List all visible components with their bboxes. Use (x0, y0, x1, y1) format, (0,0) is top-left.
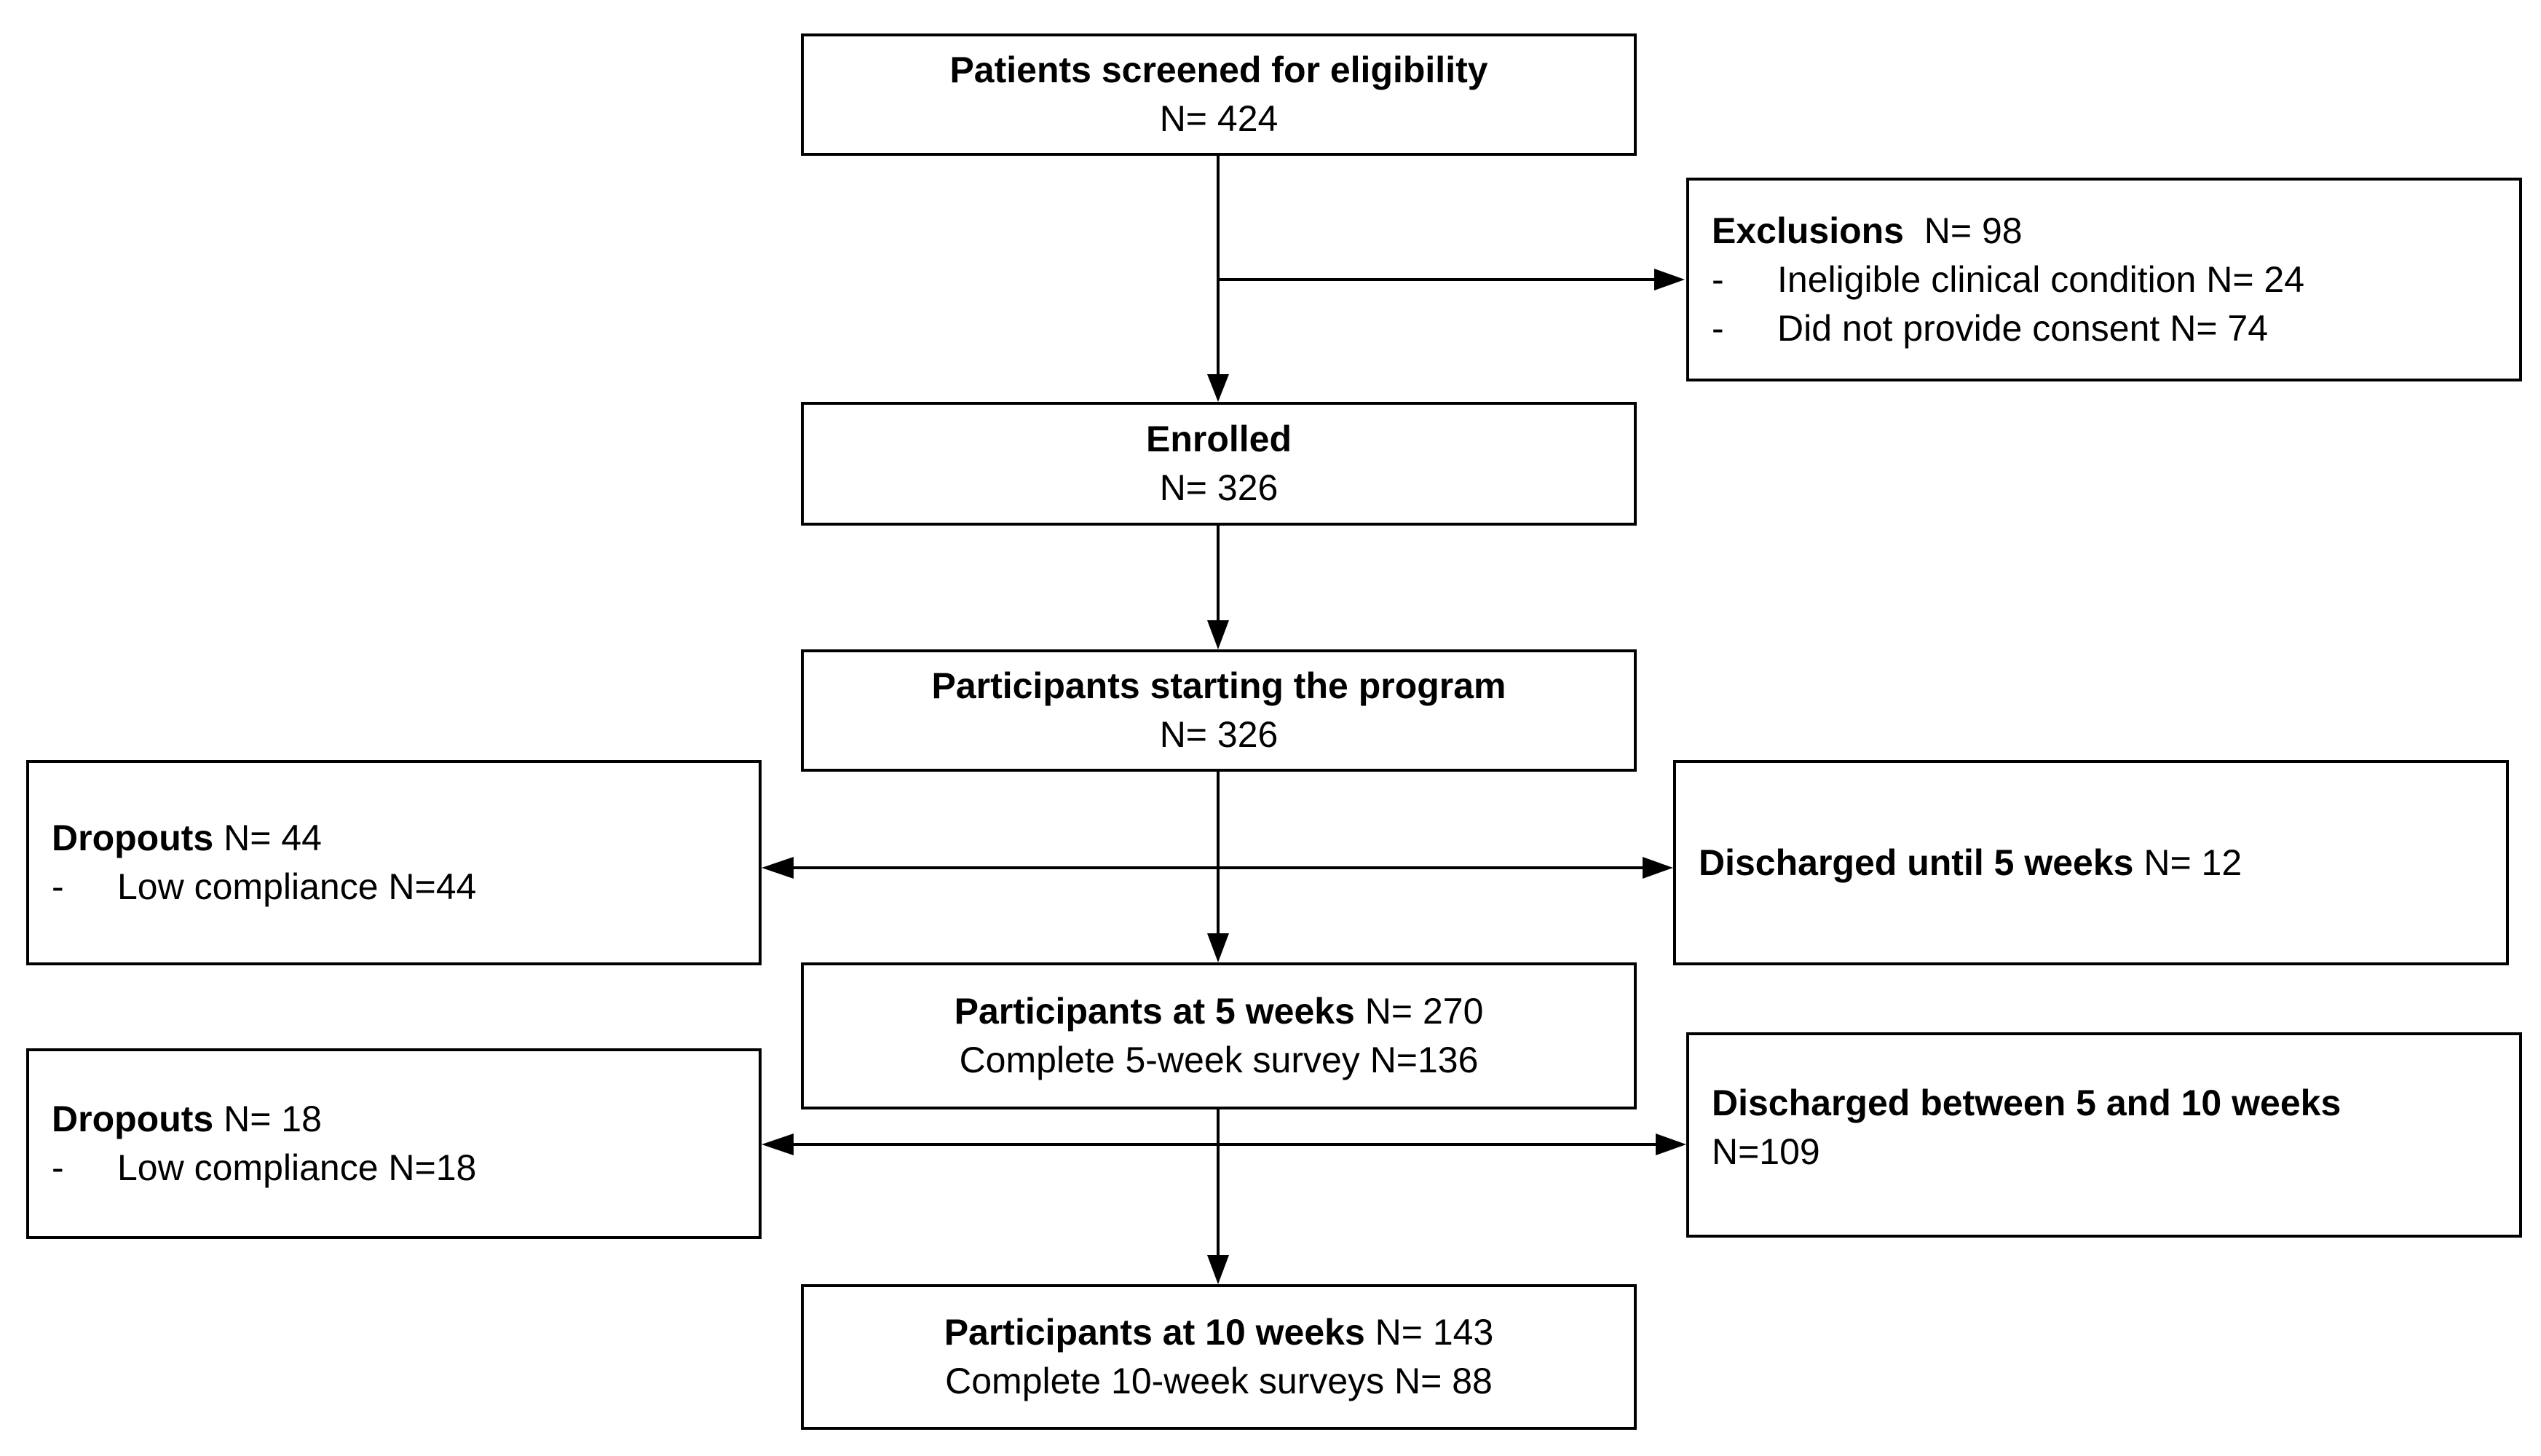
enrolled-count: N= 326 (1159, 467, 1279, 508)
box-dropouts-1: Dropouts N= 44 - Low compliance N=44 (26, 760, 762, 965)
exclusion-item-text: Ineligible clinical condition N= 24 (1777, 258, 2305, 300)
screened-title: Patients screened for eligibility (949, 50, 1488, 90)
bullet-dash: - (52, 1147, 64, 1188)
dropout-item: - Low compliance N=18 (52, 1144, 759, 1192)
exclusion-item: - Ineligible clinical condition N= 24 (1712, 256, 2519, 304)
enrolled-title: Enrolled (1145, 419, 1292, 459)
box-week-5: Participants at 5 weeks N= 270 Complete … (801, 962, 1637, 1109)
arrowhead-week10 (1207, 1255, 1229, 1284)
box-week-10: Participants at 10 weeks N= 143 Complete… (801, 1284, 1637, 1430)
starting-title: Participants starting the program (931, 665, 1506, 706)
discharged2-count: N=109 (1712, 1131, 1820, 1172)
bullet-dash: - (1712, 258, 1724, 300)
dropouts2-title: Dropouts (52, 1099, 214, 1139)
box-screened: Patients screened for eligibility N= 424 (801, 33, 1637, 156)
bullet-dash: - (52, 866, 64, 907)
discharged1-title: Discharged until 5 weeks (1699, 842, 2134, 883)
arrowhead-exclusions (1654, 269, 1685, 290)
box-exclusions: Exclusions N= 98 - Ineligible clinical co… (1686, 178, 2522, 381)
bullet-dash: - (1712, 307, 1724, 349)
arrowhead-week5 (1207, 933, 1229, 962)
box-dropouts-2: Dropouts N= 18 - Low compliance N=18 (26, 1048, 762, 1239)
week10-title: Participants at 10 weeks (944, 1312, 1365, 1353)
week5-title: Participants at 5 weeks (954, 991, 1355, 1032)
screened-count: N= 424 (1159, 98, 1279, 139)
week10-survey: Complete 10-week surveys N= 88 (945, 1361, 1493, 1401)
box-discharged-2: Discharged between 5 and 10 weeks N=109 (1686, 1032, 2522, 1238)
starting-count: N= 326 (1159, 714, 1279, 755)
arrowhead-dropouts1 (762, 857, 794, 879)
arrowhead-enrolled (1207, 374, 1229, 402)
box-enrolled: Enrolled N= 326 (801, 402, 1637, 526)
exclusions-title: Exclusions (1712, 210, 1904, 251)
week10-count: N= 143 (1375, 1312, 1494, 1353)
dropout-item-text: Low compliance N=18 (117, 1147, 477, 1188)
arrowhead-starting (1207, 620, 1229, 649)
exclusion-item-text: Did not provide consent N= 74 (1777, 307, 2269, 349)
exclusion-item: - Did not provide consent N= 74 (1712, 304, 2519, 353)
dropouts2-count: N= 18 (224, 1099, 322, 1139)
discharged1-count: N= 12 (2143, 842, 2242, 883)
dropouts1-title: Dropouts (52, 818, 214, 858)
dropout-item-text: Low compliance N=44 (117, 866, 477, 907)
week5-survey: Complete 5-week survey N=136 (959, 1040, 1479, 1080)
dropouts1-count: N= 44 (224, 818, 322, 858)
discharged2-title: Discharged between 5 and 10 weeks (1712, 1083, 2342, 1123)
arrowhead-discharged1 (1643, 857, 1673, 879)
arrowhead-dropouts2 (762, 1133, 794, 1155)
box-discharged-1: Discharged until 5 weeks N= 12 (1673, 760, 2509, 965)
box-starting: Participants starting the program N= 326 (801, 649, 1637, 772)
exclusions-count: N= 98 (1924, 210, 2023, 251)
arrowhead-discharged2 (1656, 1133, 1686, 1155)
dropout-item: - Low compliance N=44 (52, 863, 759, 911)
week5-count: N= 270 (1364, 991, 1484, 1032)
